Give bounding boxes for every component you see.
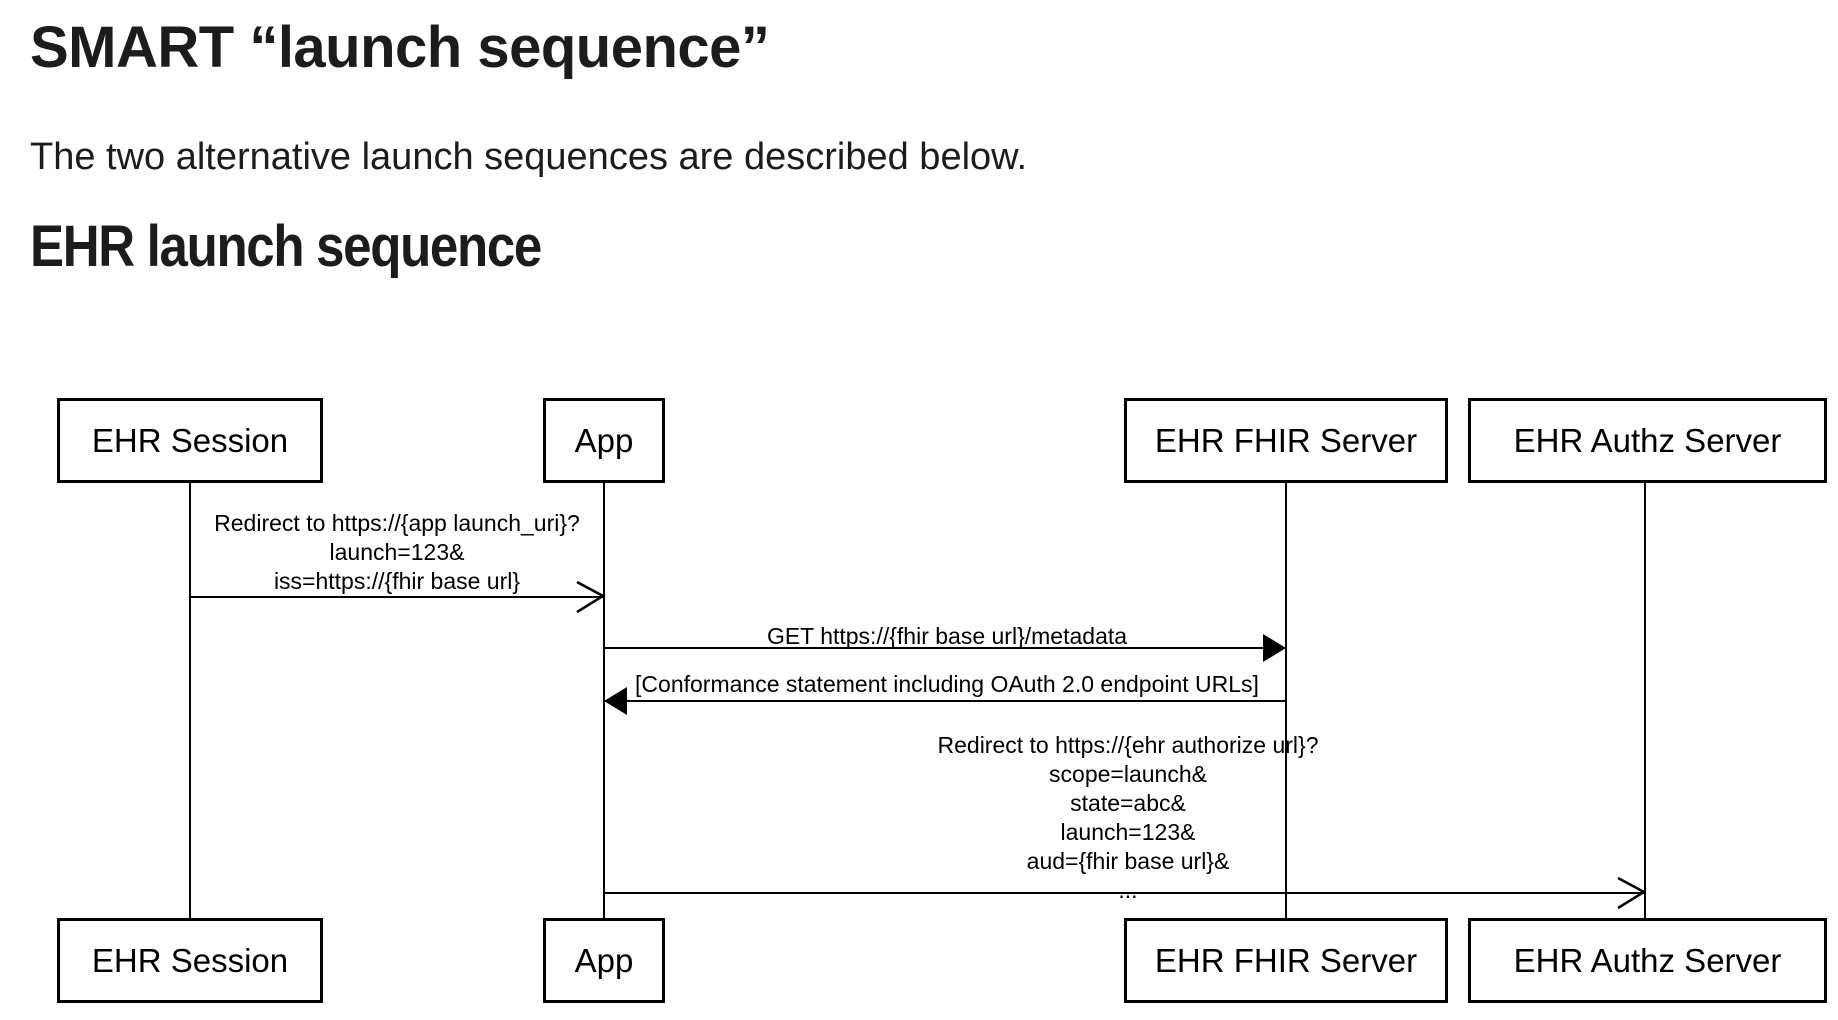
message-line-redirect-to-authorize xyxy=(604,892,1645,894)
message-label-line: GET https://{fhir base url}/metadata xyxy=(766,623,1128,649)
lifeline-ehr-fhir-server xyxy=(1285,483,1287,918)
intro-paragraph: The two alternative launch sequences are… xyxy=(30,136,1028,178)
message-label-line: launch=123& xyxy=(329,539,465,565)
actor-box-ehr-session-bottom: EHR Session xyxy=(57,918,323,1003)
message-label-line: Redirect to https://{app launch_uri}? xyxy=(214,510,580,536)
message-label-line: iss=https://{fhir base url} xyxy=(273,568,521,594)
open-arrowhead-icon xyxy=(576,580,606,614)
actor-label: EHR Session xyxy=(91,941,289,979)
message-label-line: scope=launch& xyxy=(1049,761,1207,787)
actor-box-app-bottom: App xyxy=(543,918,665,1003)
filled-arrowhead-icon xyxy=(1263,634,1286,662)
actor-label: EHR Authz Server xyxy=(1513,941,1782,979)
message-label-redirect-to-app: Redirect to https://{app launch_uri}? la… xyxy=(147,509,647,596)
message-label-line: Redirect to https://{ehr authorize url}? xyxy=(937,732,1319,758)
actor-box-ehr-authz-server-bottom: EHR Authz Server xyxy=(1468,918,1827,1003)
actor-box-ehr-fhir-server-bottom: EHR FHIR Server xyxy=(1124,918,1448,1003)
message-label-line: state=abc& xyxy=(1070,790,1186,816)
actor-label: App xyxy=(574,421,634,459)
message-label-get-metadata: GET https://{fhir base url}/metadata xyxy=(697,622,1197,651)
actor-box-ehr-authz-server-top: EHR Authz Server xyxy=(1468,398,1827,483)
section-heading: EHR launch sequence xyxy=(30,214,542,279)
message-line-conformance-statement xyxy=(604,700,1286,702)
actor-label: EHR Authz Server xyxy=(1513,421,1782,459)
message-label-line: [Conformance statement including OAuth 2… xyxy=(635,671,1259,697)
message-label-conformance-statement: [Conformance statement including OAuth 2… xyxy=(597,670,1297,699)
message-line-redirect-to-app xyxy=(190,596,604,598)
page-title: SMART “launch sequence” xyxy=(30,15,770,80)
open-arrowhead-icon xyxy=(1617,876,1647,910)
lifeline-ehr-session xyxy=(189,483,191,918)
actor-box-ehr-fhir-server-top: EHR FHIR Server xyxy=(1124,398,1448,483)
message-label-line: launch=123& xyxy=(1060,819,1196,845)
actor-box-ehr-session-top: EHR Session xyxy=(57,398,323,483)
lifeline-ehr-authz-server xyxy=(1644,483,1646,918)
message-line-get-metadata xyxy=(604,647,1286,649)
actor-label: EHR FHIR Server xyxy=(1154,421,1418,459)
message-label-redirect-to-authorize: Redirect to https://{ehr authorize url}?… xyxy=(828,731,1428,905)
message-label-line: ... xyxy=(1118,877,1138,903)
actor-label: EHR FHIR Server xyxy=(1154,941,1418,979)
actor-label: EHR Session xyxy=(91,421,289,459)
actor-box-app-top: App xyxy=(543,398,665,483)
actor-label: App xyxy=(574,941,634,979)
message-label-line: aud={fhir base url}& xyxy=(1026,848,1230,874)
filled-arrowhead-icon xyxy=(604,687,627,715)
